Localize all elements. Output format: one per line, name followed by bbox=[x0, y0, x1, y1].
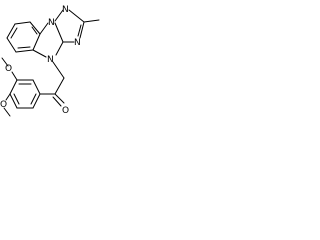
bond bbox=[13, 93, 20, 105]
bond bbox=[1, 57, 9, 67]
atom-labels: N N N N O O O bbox=[0, 5, 81, 116]
bond bbox=[6, 37, 17, 53]
bond bbox=[32, 93, 41, 109]
bond bbox=[9, 93, 18, 109]
atom-label-o: O bbox=[62, 106, 69, 116]
bond bbox=[5, 93, 11, 101]
bond bbox=[52, 96, 62, 107]
bond bbox=[52, 61, 65, 79]
bond bbox=[54, 77, 65, 95]
atom-label-o: O bbox=[5, 64, 12, 74]
molecule-diagram: N N N N O O O bbox=[0, 0, 142, 119]
atom-label-n: N bbox=[48, 18, 55, 28]
bond bbox=[9, 79, 18, 95]
bond bbox=[32, 33, 41, 51]
bonds bbox=[1, 9, 100, 117]
bond bbox=[54, 22, 64, 43]
bond bbox=[14, 21, 31, 25]
bond bbox=[11, 71, 18, 81]
bond bbox=[79, 21, 85, 39]
bond bbox=[68, 9, 85, 23]
bond bbox=[83, 19, 100, 23]
bond bbox=[10, 27, 18, 39]
atom-label-o: O bbox=[0, 100, 7, 110]
bond bbox=[77, 24, 82, 37]
bond bbox=[30, 93, 37, 105]
bond bbox=[6, 23, 16, 39]
bond bbox=[15, 49, 34, 53]
atom-label-n: N bbox=[74, 38, 81, 48]
atom-label-n: N bbox=[47, 55, 54, 65]
molecule-svg: N N N N O O O bbox=[0, 5, 100, 117]
bond bbox=[29, 21, 41, 35]
bond bbox=[55, 41, 64, 56]
bond bbox=[54, 93, 65, 104]
bond bbox=[32, 79, 41, 95]
bond bbox=[54, 9, 64, 22]
bond bbox=[17, 46, 31, 49]
bond bbox=[3, 107, 11, 117]
bond bbox=[32, 49, 47, 58]
bond bbox=[31, 26, 38, 35]
bond bbox=[39, 22, 49, 35]
atom-label-n: N bbox=[62, 5, 69, 15]
